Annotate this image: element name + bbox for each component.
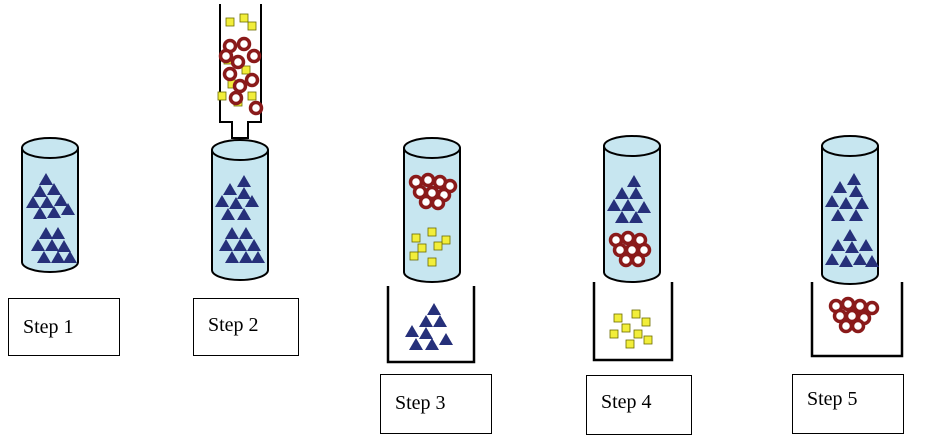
step-1-label: Step 1 [8, 298, 120, 356]
step-1-column-top [21, 137, 79, 159]
step-5-label: Step 5 [792, 374, 904, 434]
step-4-beaker-squares [609, 309, 653, 349]
step-2-column [211, 139, 269, 281]
step-3-beaker-triangles [405, 303, 453, 350]
step-5-column [821, 135, 879, 285]
step-2-feed-funnel [217, 4, 264, 139]
step-5-beaker [810, 282, 904, 358]
step-4-label: Step 4 [586, 375, 692, 435]
step-3-label: Step 3 [380, 374, 492, 434]
step-3-column [403, 137, 461, 283]
step-2-column-top [211, 139, 269, 161]
step-1-column [21, 137, 79, 273]
step-4-column-top [603, 135, 661, 157]
step-4-beaker [592, 282, 674, 362]
step-5-column-top [821, 135, 879, 157]
step-2-label: Step 2 [193, 298, 299, 356]
step-5-beaker-circles [828, 296, 880, 334]
step-3-beaker [386, 286, 476, 364]
step-4-column [603, 135, 661, 283]
step-3-column-top [403, 137, 461, 159]
